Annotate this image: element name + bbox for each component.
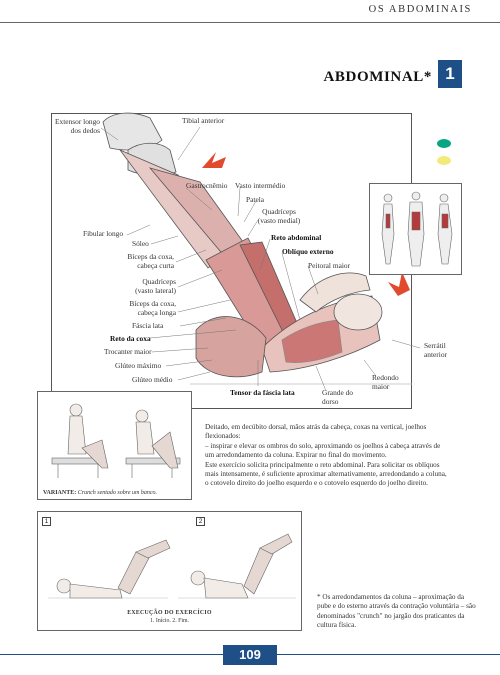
execution-illustration [48,533,296,599]
variant-illustration [51,403,181,478]
step-1-badge: 1 [42,517,51,526]
label-gluteo-medio: Glúteo médio [132,375,173,384]
mini-muscle-diagram-frame [369,183,462,275]
section-number-badge: 1 [438,60,462,88]
label-soleo: Sóleo [132,239,149,248]
section-title: ABDOMINAL* [323,69,432,85]
label-reto-coxa: Reto da coxa [110,334,151,343]
label-trocanter-maior: Trocanter maior [104,347,152,356]
execution-caption: EXECUÇÃO DO EXERCÍCIO 1. Início. 2. Fim. [127,610,212,624]
page-header-title: OS ABDOMINAIS [368,4,472,15]
motion-arrow-right [388,272,410,296]
label-reto-abdominal: Reto abdominal [271,233,322,242]
label-grande-dorso: Grande do dorso [322,388,353,406]
label-leader-lines [100,126,421,392]
label-tibial-anterior: Tibial anterior [182,116,225,125]
label-biceps-curta: Bíceps da coxa, cabeça curta [127,252,174,270]
label-tensor-fascia-lata: Tensor da fáscia lata [230,388,295,397]
footnote: * Os arredondamentos da coluna – aproxim… [317,593,476,630]
motion-arrow-top [202,152,226,168]
label-redondo-maior: Redondo maior [372,373,399,391]
label-fascia-lata: Fáscia lata [132,321,164,330]
execution-illustration-frame [37,511,302,631]
label-extensor-longo: Extensor longo dos dedos [55,117,100,135]
label-quadriceps-lateral: Quadríceps (vasto lateral) [135,277,176,295]
label-obliquo-externo: Oblíquo externo [282,247,334,256]
exercise-description: Deitado, em decúbito dorsal, mãos atrás … [205,423,447,488]
page-number: 109 [223,645,277,665]
step-2-badge: 2 [196,517,205,526]
main-anatomy-illustration [100,112,421,392]
label-biceps-longa: Bíceps da coxa, cabeça longa [129,299,176,317]
label-patela: Patela [246,195,265,204]
label-serratil-anterior: Serrátil anterior [424,341,447,359]
header-rule [0,22,500,23]
label-gluteo-maximo: Glúteo máximo [115,361,162,370]
label-quadriceps-medial: Quadríceps (vasto medial) [257,207,301,225]
label-fibular-longo: Fibular longo [83,229,124,238]
teal-indicator-dot [437,139,451,148]
yellow-indicator-dot [437,156,451,165]
label-peitoral-maior: Peitoral maior [308,261,351,270]
label-vasto-intermedio: Vasto intermédio [235,181,286,190]
variant-illustration-frame [37,391,192,500]
crunch-figure [102,112,412,385]
mini-muscle-figures [381,191,453,267]
variant-caption: VARIANTE: Crunch sentado sobre um banco. [43,490,158,496]
label-gastrocnemio: Gastrocnêmio [186,181,228,190]
